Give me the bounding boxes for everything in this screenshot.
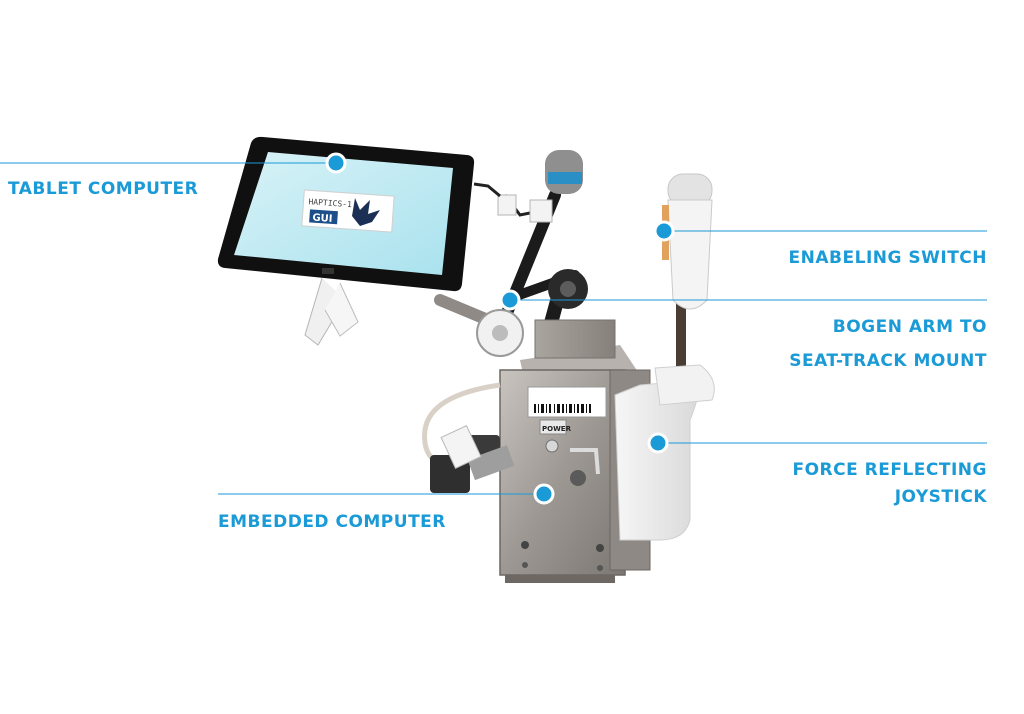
hand-logo-icon: [352, 198, 380, 226]
enabling-switch: [662, 173, 713, 310]
callout-dot-tablet: [325, 152, 347, 174]
cable-assembly: [422, 382, 515, 493]
callout-dots: [325, 152, 675, 505]
cable-tags: [304, 277, 359, 346]
tablet-app-badge: GUI: [312, 213, 333, 225]
power-button: [545, 439, 559, 453]
label-bogen-arm-line1: BOGEN ARM TO: [832, 317, 987, 337]
label-force-joystick-line2: JOYSTICK: [894, 487, 987, 507]
callout-dot-embedded: [533, 483, 555, 505]
label-enabling-switch: ENABELING SWITCH: [788, 248, 987, 268]
embedded-computer: POWER: [499, 319, 651, 583]
tablet-app-title: HAPTICS-1: [308, 197, 352, 209]
callout-dot-enabling: [653, 220, 675, 242]
leader-lines: [0, 162, 987, 495]
barcode: [534, 404, 591, 413]
tablet-computer: HAPTICS-1 GUI: [217, 136, 501, 292]
label-force-joystick-line1: FORCE REFLECTING: [792, 460, 987, 480]
label-embedded-computer: EMBEDDED COMPUTER: [218, 512, 446, 532]
force-reflecting-joystick: [614, 300, 715, 541]
power-label: POWER: [542, 425, 572, 433]
label-bogen-arm-line2: SEAT-TRACK MOUNT: [789, 351, 987, 371]
callout-dot-joystick: [647, 432, 669, 454]
label-tablet-computer: TABLET COMPUTER: [8, 179, 199, 199]
callout-dot-bogen: [499, 289, 521, 311]
